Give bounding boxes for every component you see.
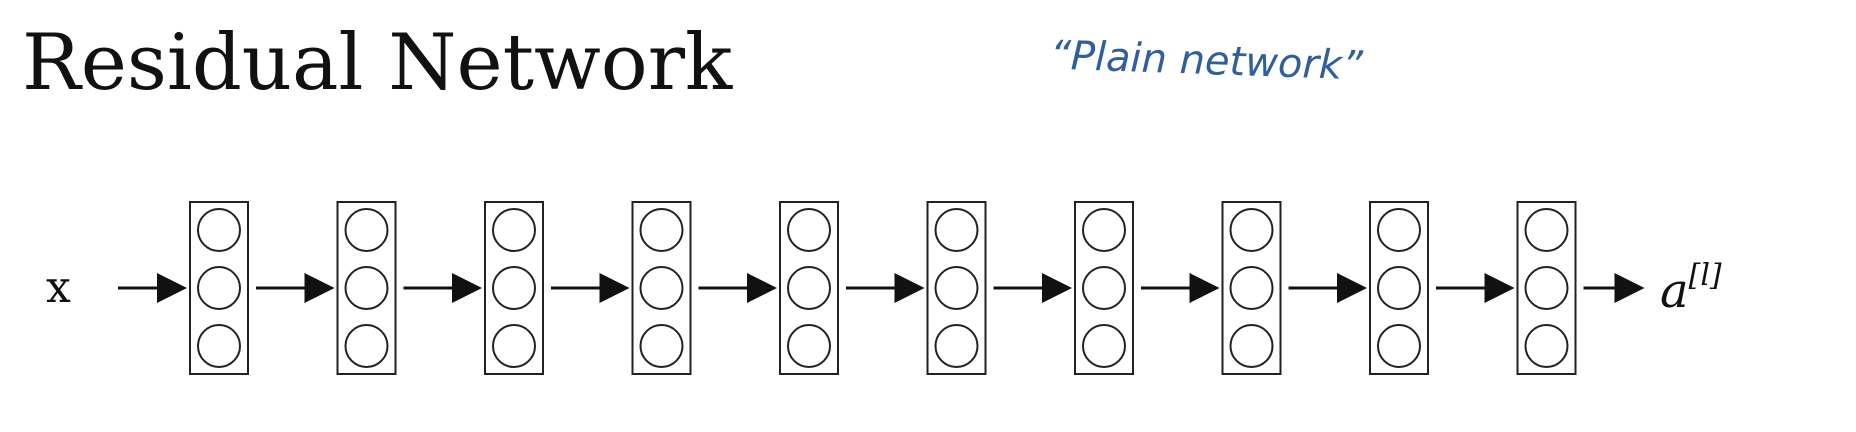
layer-8 xyxy=(1221,201,1282,375)
neuron xyxy=(1524,208,1569,252)
output-base: a xyxy=(1660,263,1689,319)
neuron xyxy=(934,324,979,368)
neuron xyxy=(934,208,979,252)
neuron xyxy=(787,266,831,310)
neuron xyxy=(344,266,389,310)
layer-3 xyxy=(484,201,544,375)
layer-4 xyxy=(631,201,692,375)
neuron xyxy=(1377,208,1421,252)
neuron xyxy=(1229,266,1274,310)
neuron xyxy=(787,324,831,368)
neuron xyxy=(1229,324,1274,368)
slide-title: Residual Network xyxy=(22,18,733,108)
layer-7 xyxy=(1074,201,1134,375)
neuron xyxy=(639,208,684,252)
neuron xyxy=(492,324,536,368)
neuron xyxy=(344,324,389,368)
neuron xyxy=(1082,266,1126,310)
layer-10 xyxy=(1516,201,1577,375)
output-activation-label: a[l] xyxy=(1660,258,1722,319)
neuron xyxy=(1377,266,1421,310)
neuron xyxy=(492,208,536,252)
neuron xyxy=(1082,208,1126,252)
output-superscript: [l] xyxy=(1688,258,1722,293)
neuron xyxy=(197,324,241,368)
layer-5 xyxy=(779,201,839,375)
layer-2 xyxy=(336,201,397,375)
layer-9 xyxy=(1369,201,1429,375)
neuron xyxy=(787,208,831,252)
layer-1 xyxy=(189,201,249,375)
neuron xyxy=(1377,324,1421,368)
neuron xyxy=(934,266,979,310)
input-x-label: x xyxy=(46,262,71,313)
neuron xyxy=(639,266,684,310)
neuron xyxy=(1524,266,1569,310)
layer-6 xyxy=(926,201,987,375)
neuron xyxy=(639,324,684,368)
neuron xyxy=(492,266,536,310)
neuron xyxy=(344,208,389,252)
neuron xyxy=(197,266,241,310)
neuron xyxy=(1082,324,1126,368)
neuron xyxy=(1524,324,1569,368)
neuron xyxy=(197,208,241,252)
neuron xyxy=(1229,208,1274,252)
